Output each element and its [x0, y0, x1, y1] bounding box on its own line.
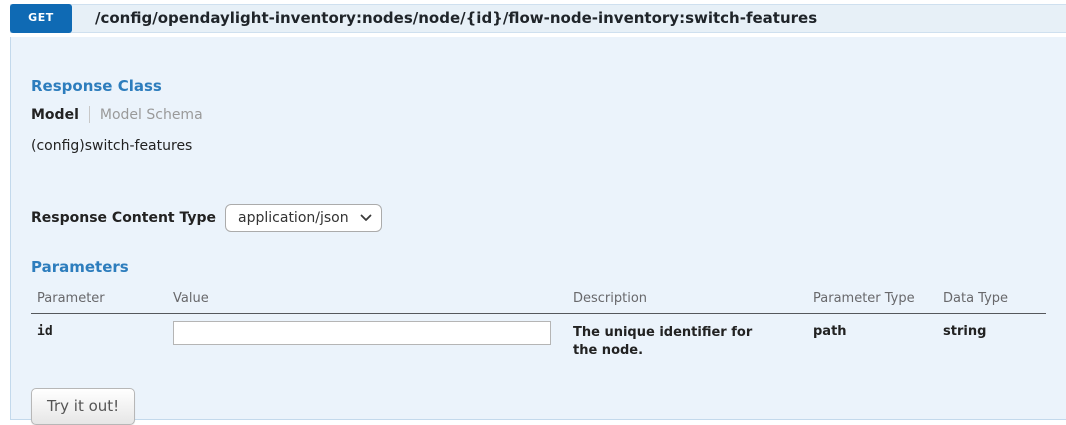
- parameter-name: id: [37, 324, 53, 339]
- parameter-data-type: string: [943, 324, 987, 339]
- content-type-select-wrap: application/json: [225, 204, 383, 232]
- column-header-parameter-type: Parameter Type: [807, 288, 937, 314]
- parameters-title: Parameters: [31, 258, 129, 276]
- response-model-name: (config)switch-features: [31, 138, 193, 154]
- column-header-data-type: Data Type: [937, 288, 1046, 314]
- parameter-type: path: [813, 324, 847, 339]
- parameter-value-input[interactable]: [173, 321, 551, 345]
- tab-model[interactable]: Model: [31, 106, 79, 123]
- endpoint-path-link[interactable]: /config/opendaylight-inventory:nodes/nod…: [95, 9, 818, 27]
- column-header-parameter: Parameter: [31, 288, 167, 314]
- try-it-out-button[interactable]: Try it out!: [31, 388, 136, 425]
- column-header-description: Description: [567, 288, 807, 314]
- response-content-type-label: Response Content Type: [31, 210, 217, 226]
- operation-content: Response Class Model Model Schema (confi…: [10, 37, 1066, 425]
- response-content-type-row: Response Content Type application/json: [31, 204, 1046, 232]
- tab-model-schema[interactable]: Model Schema: [99, 106, 203, 123]
- parameter-description: The unique identifier for the node.: [573, 325, 753, 358]
- tab-divider: [88, 106, 90, 123]
- table-header-row: Parameter Value Description Parameter Ty…: [31, 288, 1046, 314]
- operation-heading-bar: GET /config/opendaylight-inventory:nodes…: [10, 4, 1066, 33]
- model-tabs: Model Model Schema: [31, 106, 1046, 123]
- api-operation-panel: GET /config/opendaylight-inventory:nodes…: [10, 4, 1066, 425]
- content-type-select[interactable]: application/json: [225, 204, 383, 232]
- parameter-value-cell: [167, 314, 567, 364]
- column-header-value: Value: [167, 288, 567, 314]
- response-class-title: Response Class: [31, 77, 162, 95]
- parameters-table: Parameter Value Description Parameter Ty…: [31, 288, 1046, 363]
- table-row: id The unique identifier for the node. p…: [31, 314, 1046, 364]
- http-method-badge[interactable]: GET: [10, 4, 72, 33]
